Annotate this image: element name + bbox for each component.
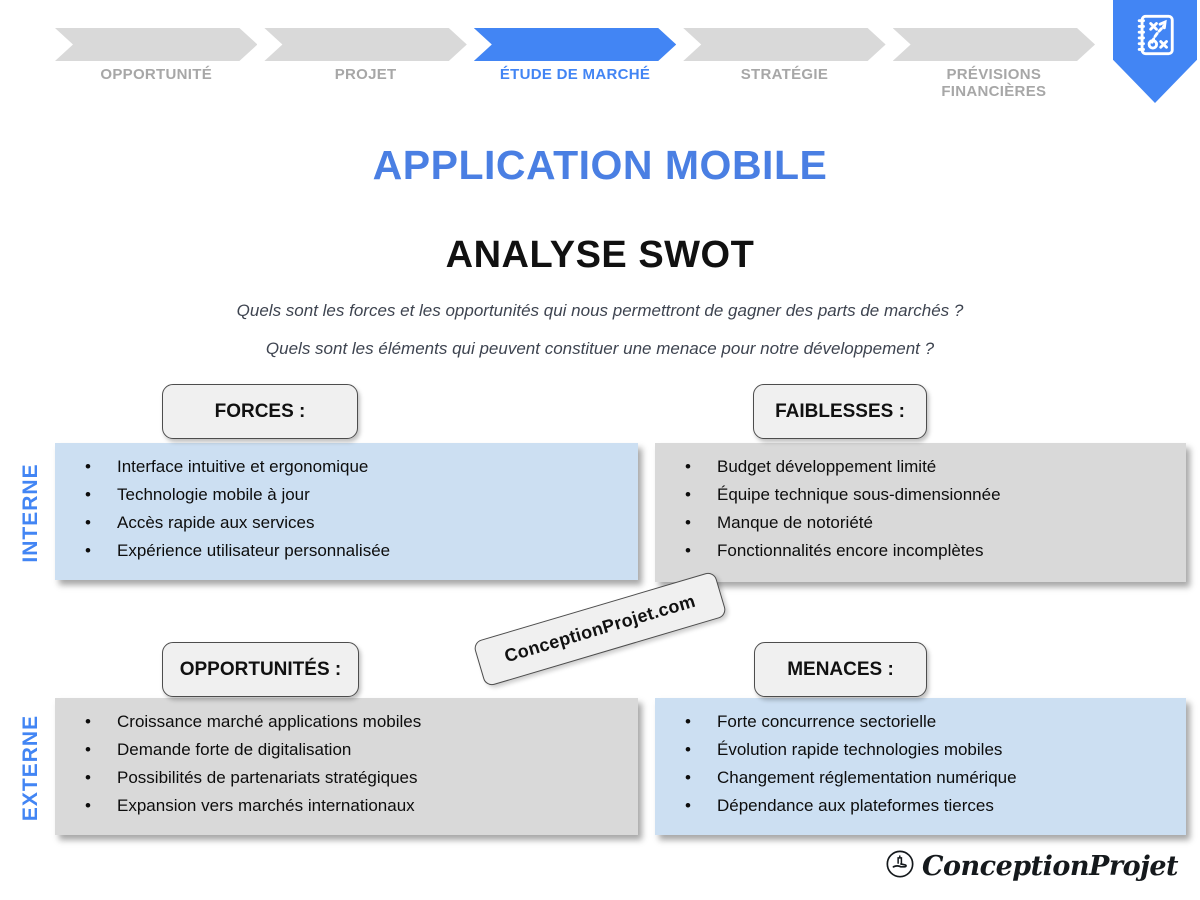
guiding-question-1: Quels sont les forces et les opportunité… <box>236 301 964 320</box>
process-step-bar <box>55 28 1095 61</box>
list-item: Demande forte de digitalisation <box>85 740 628 759</box>
list-item: Dépendance aux plateformes tierces <box>685 796 1176 815</box>
list-item: Expansion vers marchés internationaux <box>85 796 628 815</box>
step-chevron-etude-de-marche[interactable] <box>474 28 676 61</box>
list-item: Croissance marché applications mobiles <box>85 712 628 731</box>
list-item: Manque de notoriété <box>685 513 1176 532</box>
faiblesses-title-box: FAIBLESSES : <box>753 384 927 439</box>
step-label-etude-de-marche[interactable]: ÉTUDE DE MARCHÉ <box>499 66 651 83</box>
list-item: Possibilités de partenariats stratégique… <box>85 768 628 787</box>
slide-title: ANALYSE SWOT <box>445 234 755 276</box>
list-item: Fonctionnalités encore incomplètes <box>685 541 1176 560</box>
watermark-badge: ConceptionProjet.com <box>472 570 728 688</box>
menaces-panel: Forte concurrence sectorielle Évolution … <box>655 698 1186 835</box>
faiblesses-panel: Budget développement limité Équipe techn… <box>655 443 1186 582</box>
menaces-title: MENACES : <box>787 658 894 680</box>
step-label-projet[interactable]: PROJET <box>334 66 397 83</box>
step-label-previsions[interactable]: PRÉVISIONS FINANCIÈRES <box>941 66 1047 100</box>
faiblesses-list: Budget développement limité Équipe techn… <box>655 443 1186 560</box>
forces-title-box: FORCES : <box>162 384 358 439</box>
process-step-labels: OPPORTUNITÉ PROJET ÉTUDE DE MARCHÉ STRAT… <box>55 66 1095 100</box>
forces-panel: Interface intuitive et ergonomique Techn… <box>55 443 638 580</box>
menaces-title-box: MENACES : <box>754 642 927 697</box>
step-label-strategie[interactable]: STRATÉGIE <box>740 66 829 83</box>
faiblesses-title: FAIBLESSES : <box>775 400 905 422</box>
list-item: Interface intuitive et ergonomique <box>85 457 628 476</box>
axis-label-interne: INTERNE <box>19 463 42 563</box>
list-item: Évolution rapide technologies mobiles <box>685 740 1176 759</box>
strategy-playbook-icon <box>1132 12 1178 103</box>
axis-label-externe: EXTERNE <box>19 714 42 822</box>
forces-title: FORCES : <box>214 400 306 422</box>
list-item: Changement réglementation numérique <box>685 768 1176 787</box>
list-item: Accès rapide aux services <box>85 513 628 532</box>
list-item: Expérience utilisateur personnalisée <box>85 541 628 560</box>
step-chevron-strategie[interactable] <box>683 28 885 61</box>
page-title: APPLICATION MOBILE <box>372 142 828 188</box>
guiding-question-2: Quels sont les éléments qui peuvent cons… <box>265 339 935 358</box>
list-item: Forte concurrence sectorielle <box>685 712 1176 731</box>
step-chevron-projet[interactable] <box>264 28 466 61</box>
bookmark-ribbon <box>1113 0 1197 103</box>
list-item: Technologie mobile à jour <box>85 485 628 504</box>
step-chevron-previsions[interactable] <box>893 28 1095 61</box>
forces-list: Interface intuitive et ergonomique Techn… <box>55 443 638 560</box>
opportunites-list: Croissance marché applications mobiles D… <box>55 698 638 815</box>
opportunites-title: OPPORTUNITÉS : <box>179 658 342 680</box>
opportunites-title-box: OPPORTUNITÉS : <box>162 642 359 697</box>
list-item: Budget développement limité <box>685 457 1176 476</box>
opportunites-panel: Croissance marché applications mobiles D… <box>55 698 638 835</box>
step-chevron-opportunite[interactable] <box>55 28 257 61</box>
hand-holding-icon <box>885 849 915 884</box>
footer-brand: ConceptionProjet <box>885 849 1178 884</box>
step-label-opportunite[interactable]: OPPORTUNITÉ <box>100 66 213 83</box>
menaces-list: Forte concurrence sectorielle Évolution … <box>655 698 1186 815</box>
list-item: Équipe technique sous-dimensionnée <box>685 485 1176 504</box>
brand-name: ConceptionProjet <box>922 851 1178 882</box>
